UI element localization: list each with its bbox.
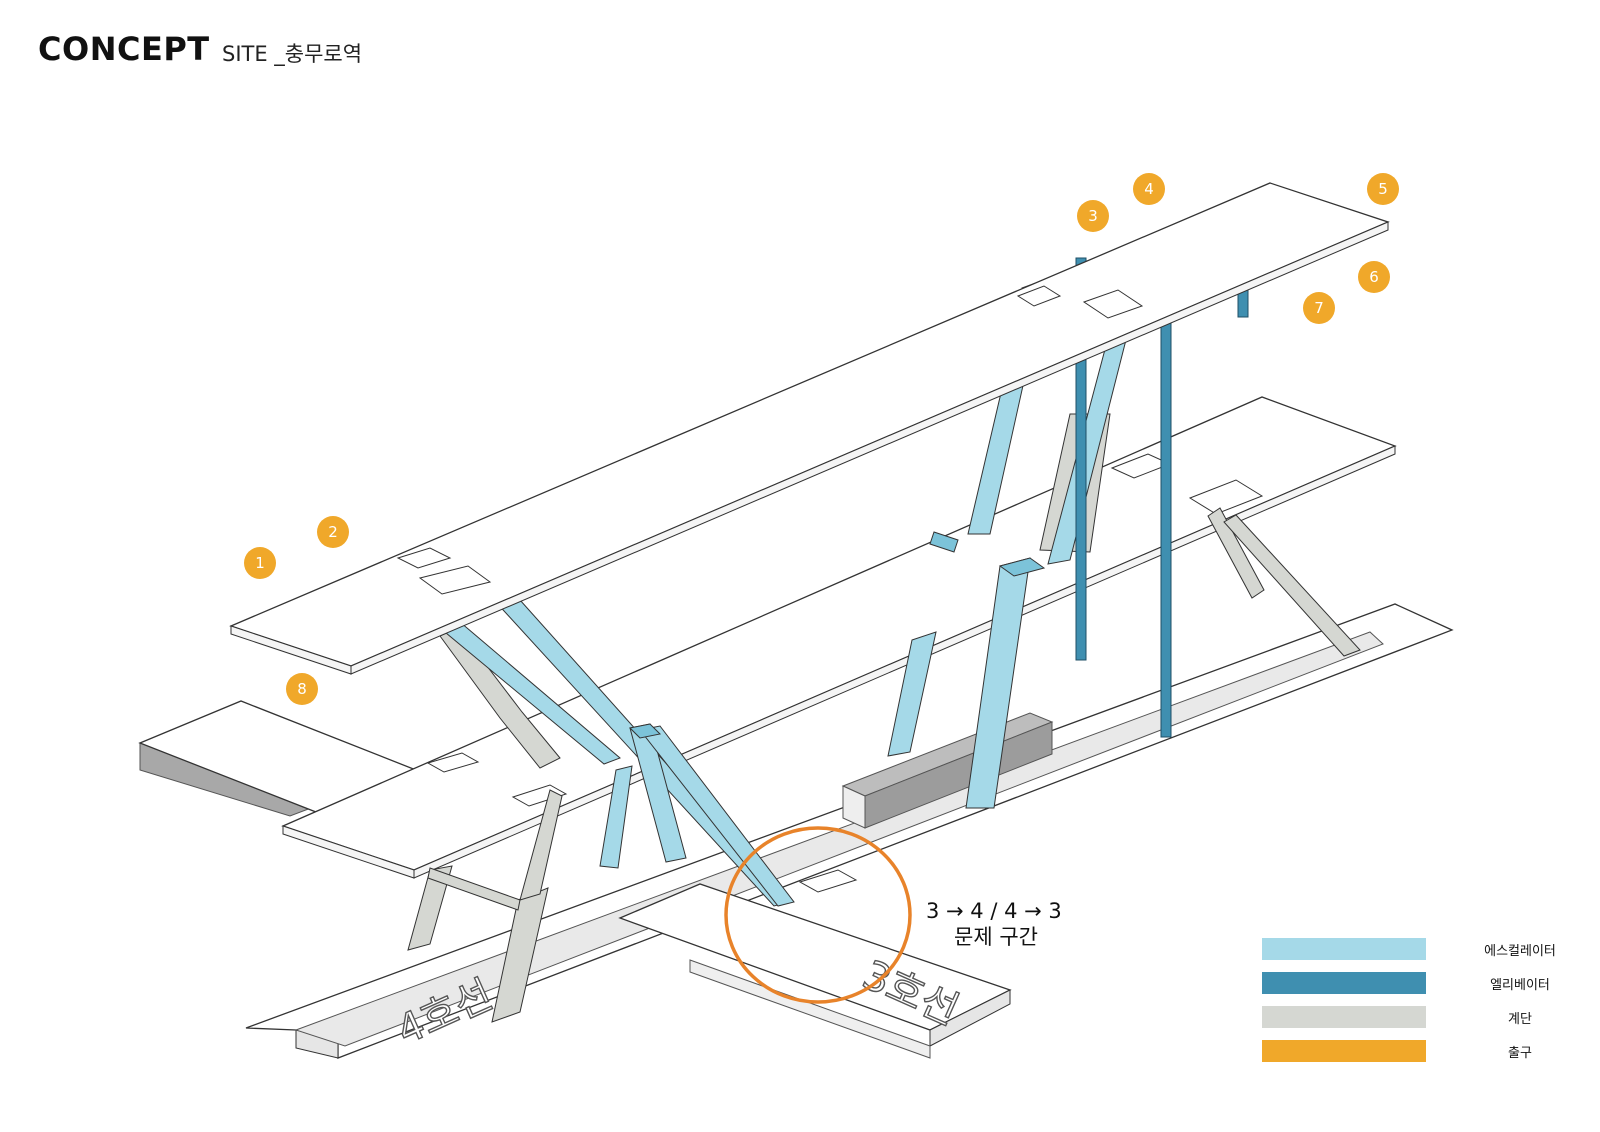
escalators <box>375 279 1129 907</box>
page-title: CONCEPT <box>38 30 210 68</box>
exit-badge-5: 5 <box>1367 173 1399 205</box>
problem-label-line2: 문제 구간 <box>954 925 1038 949</box>
line3-track <box>689 959 931 1059</box>
exit-badge-6: 6 <box>1358 261 1390 293</box>
exit-badge-7: 7 <box>1303 292 1335 324</box>
exit-number-2: 2 <box>328 523 338 541</box>
legend-swatch-escalator <box>1262 938 1426 960</box>
exit-number-1: 1 <box>255 554 265 572</box>
exit-number-5: 5 <box>1378 180 1388 198</box>
exit-number-3: 3 <box>1088 207 1098 225</box>
exit-badges: 1 2 3 4 5 6 7 8 <box>244 173 1399 705</box>
legend: 에스컬레이터 엘리베이터 계단 출구 <box>1262 938 1582 1074</box>
legend-label-stairs: 계단 <box>1508 1012 1532 1027</box>
page-subtitle: SITE _충무로역 <box>222 42 363 66</box>
problem-circle <box>724 826 912 1004</box>
line3-platform-side <box>929 989 1011 1047</box>
legend-item-stairs: 계단 <box>1262 1006 1582 1040</box>
legend-label-exit: 출구 <box>1508 1046 1532 1061</box>
legend-swatch-exit <box>1262 1040 1426 1062</box>
top-level <box>229 182 1390 675</box>
problem-label-line1: 3 → 4 / 4 → 3 <box>926 899 1062 923</box>
exit-number-4: 4 <box>1144 180 1154 198</box>
exit-number-7: 7 <box>1314 299 1324 317</box>
exit-badge-8: 8 <box>286 673 318 705</box>
exit-number-8: 8 <box>297 680 307 698</box>
problem-area: 3 → 4 / 4 → 3 문제 구간 <box>724 826 1062 1004</box>
legend-item-elevator: 엘리베이터 <box>1262 972 1582 1006</box>
exit-badge-4: 4 <box>1133 173 1165 205</box>
legend-swatch-elevator <box>1262 972 1426 994</box>
exit-badge-3: 3 <box>1077 200 1109 232</box>
exit-badge-1: 1 <box>244 547 276 579</box>
legend-label-escalator: 에스컬레이터 <box>1484 944 1556 959</box>
exit-number-6: 6 <box>1369 268 1379 286</box>
legend-swatch-stairs <box>1262 1006 1426 1028</box>
legend-label-elevator: 엘리베이터 <box>1490 978 1550 993</box>
legend-item-exit: 출구 <box>1262 1040 1582 1074</box>
exit-badge-2: 2 <box>317 516 349 548</box>
legend-item-escalator: 에스컬레이터 <box>1262 938 1582 972</box>
